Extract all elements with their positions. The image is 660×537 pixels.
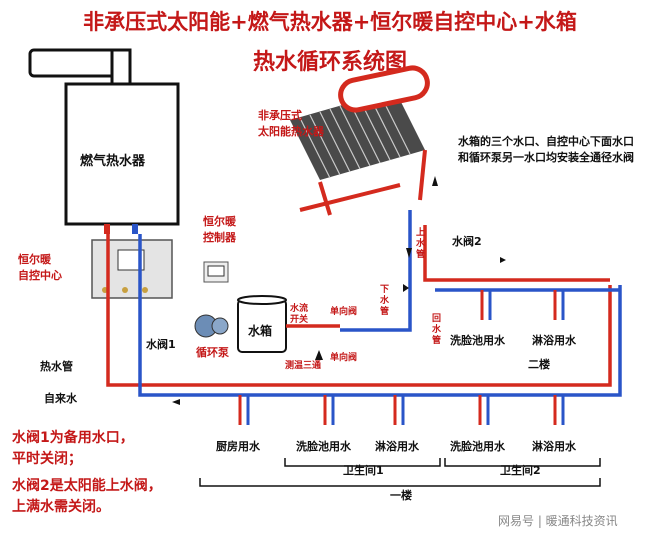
flow-arrows xyxy=(172,176,506,405)
floor2-label: 二楼 xyxy=(528,358,550,371)
watermark: 网易号 | 暖通科技资讯 xyxy=(498,514,618,528)
first-floor-fixtures xyxy=(238,395,565,425)
hot-water-pipe xyxy=(106,234,612,387)
cold-water-pipe xyxy=(138,234,622,397)
pump-label: 循环泵 xyxy=(196,346,229,359)
valve1-label: 水阀1 xyxy=(146,338,176,351)
solar-water-heater xyxy=(290,65,430,216)
down-pipe-label: 下 水 管 xyxy=(380,285,390,317)
shower2-label: 淋浴用水 xyxy=(532,440,576,453)
diagram-title: 非承压式太阳能+燃气热水器+恒尔暖自控中心+水箱 xyxy=(83,10,577,34)
bathroom2-label: 卫生间2 xyxy=(500,464,541,477)
diagram-subtitle: 热水循环系统图 xyxy=(252,50,407,75)
tank-label: 水箱 xyxy=(248,324,273,338)
wash2-label: 洗脸池用水 xyxy=(450,440,505,453)
solar-label: 非承压式 太阳能热水器 xyxy=(258,109,324,138)
note-valve1: 水阀1为备用水口， 平时关闭； xyxy=(12,430,134,467)
room-brackets xyxy=(199,458,601,487)
shower1-label: 淋浴用水 xyxy=(375,440,419,453)
note-valve2: 水阀2是太阳能上水阀， 上满水需关闭。 xyxy=(12,478,162,515)
controller-panel xyxy=(203,261,229,283)
upstairs-shower-label: 淋浴用水 xyxy=(532,334,576,347)
floor1-label: 一楼 xyxy=(390,489,412,502)
controller-label: 恒尔暖 控制器 xyxy=(203,215,236,244)
flow-switch-label: 水流 开关 xyxy=(290,304,309,325)
valve2-label: 水阀2 xyxy=(452,235,482,248)
bathroom1-label: 卫生间1 xyxy=(343,464,384,477)
cold-pipe-label: 自来水 xyxy=(44,392,77,405)
check-valve-b-label: 单向阀 xyxy=(330,353,358,363)
thermo-valve-label: 测温三通 xyxy=(285,361,322,371)
solar-down-pipe xyxy=(423,225,610,282)
return-pipe-label: 回 水 管 xyxy=(432,314,442,346)
control-center-unit xyxy=(91,239,173,299)
circulation-pump xyxy=(194,314,229,338)
check-valve-a-label: 单向阀 xyxy=(330,307,358,317)
upstairs-wash-label: 洗脸池用水 xyxy=(450,334,505,347)
gas-heater-label: 燃气热水器 xyxy=(80,154,146,169)
hot-pipe-label: 热水管 xyxy=(40,360,73,373)
kitchen-label: 厨房用水 xyxy=(216,440,260,453)
gas-water-heater xyxy=(28,48,180,234)
control-center-label: 恒尔暖 自控中心 xyxy=(18,253,62,282)
top-note: 水箱的三个水口、自控中心下面水口 和循环泵另一水口均安装全通径水阀 xyxy=(458,135,634,164)
second-floor-fixtures xyxy=(480,290,565,320)
wash1-label: 洗脸池用水 xyxy=(296,440,351,453)
water-tank xyxy=(237,295,287,353)
up-pipe-label: 上 水 管 xyxy=(416,228,426,260)
